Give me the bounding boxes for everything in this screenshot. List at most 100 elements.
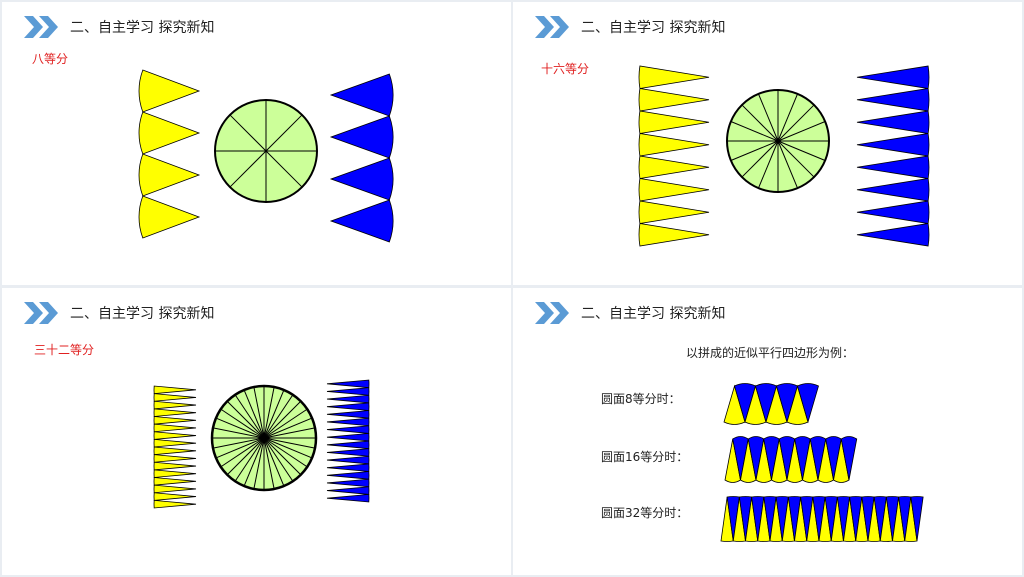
yellow-sector — [638, 88, 710, 112]
radius-line — [777, 140, 815, 178]
circle-thirty-two-parts-figure — [153, 379, 370, 509]
blue-sector — [797, 383, 819, 424]
blue-sector — [326, 471, 370, 480]
radius-line — [777, 104, 815, 142]
parallelogram-subtitle: 以拼成的近似平行四边形为例： — [686, 346, 855, 360]
divided-circle — [210, 384, 318, 492]
yellow-sector — [138, 69, 201, 113]
slide-title: 二、自主学习 探究新知 — [581, 306, 726, 322]
yellow-sector — [638, 178, 710, 202]
radius-line — [730, 140, 779, 161]
blue-sector — [856, 200, 930, 224]
blue-sector — [326, 432, 370, 442]
yellow-sector — [153, 423, 197, 433]
blue-sector — [856, 133, 930, 157]
radius-line — [212, 427, 265, 439]
radius-line — [226, 400, 265, 439]
blue-sector — [326, 394, 370, 404]
divided-circle — [726, 89, 830, 193]
row-label-thirty-two: 圆面32等分时： — [601, 506, 689, 520]
radius-line — [263, 437, 316, 449]
yellow-sector — [138, 195, 201, 239]
yellow-sectors-column — [153, 385, 197, 509]
slide-header: 二、自主学习 探究新知 — [535, 300, 725, 326]
radius-line — [212, 437, 265, 449]
blue-sector — [326, 387, 370, 396]
yellow-sector — [153, 454, 197, 463]
row-label-sixteen: 圆面16等分时： — [601, 450, 689, 464]
division-label: 十六等分 — [541, 62, 590, 76]
row-label-eight: 圆面8等分时： — [601, 392, 681, 406]
radius-line — [263, 437, 313, 459]
radius-line — [263, 437, 308, 468]
radius-line — [263, 427, 316, 439]
blue-sector — [326, 402, 370, 411]
slide-panel-thirty-two: 二、自主学习 探究新知 三十二等分 — [2, 288, 511, 575]
double-chevron-right-icon — [24, 16, 58, 38]
parallelogram-sixteen — [724, 436, 858, 483]
yellow-sector — [153, 492, 197, 501]
parallelogram-thirty-two — [720, 496, 924, 542]
radius-line — [777, 140, 826, 161]
parallelogram-figures — [720, 383, 924, 542]
division-label: 三十二等分 — [34, 343, 95, 357]
yellow-sector — [138, 153, 201, 197]
radius-line — [229, 150, 267, 188]
blue-sector — [856, 223, 930, 247]
yellow-sector — [153, 431, 197, 440]
parallelogram-eight — [723, 383, 819, 425]
radius-line — [777, 121, 826, 142]
radius-line — [263, 437, 294, 482]
radius-line — [263, 386, 275, 439]
slide-title: 二、自主学习 探究新知 — [581, 20, 726, 36]
slide-title: 二、自主学习 探究新知 — [70, 20, 215, 36]
blue-sector — [326, 478, 370, 488]
slide-header: 二、自主学习 探究新知 — [24, 300, 214, 326]
blue-sector — [910, 496, 924, 542]
slide-panel-eight: 二、自主学习 探究新知 八等分 — [2, 2, 511, 285]
radius-line — [265, 114, 303, 152]
slide-panel-sixteen: 二、自主学习 探究新知 十六等分 — [513, 2, 1022, 285]
yellow-sector — [153, 484, 197, 494]
yellow-sectors-column — [138, 69, 201, 239]
blue-sector — [329, 115, 394, 159]
radius-line — [758, 140, 779, 189]
double-chevron-right-icon — [24, 302, 58, 324]
radius-line — [243, 437, 265, 487]
radius-line — [777, 93, 798, 142]
radius-line — [741, 140, 779, 178]
yellow-sector — [153, 400, 197, 410]
radius-line — [758, 93, 779, 142]
radius-line — [263, 437, 302, 476]
radius-line — [265, 150, 303, 188]
yellow-sector — [638, 155, 710, 179]
radius-line — [253, 386, 265, 439]
blue-sector — [840, 436, 858, 481]
yellow-sector — [638, 223, 710, 247]
radius-line — [777, 140, 798, 189]
yellow-sector — [153, 469, 197, 478]
blue-sector — [326, 486, 370, 495]
double-chevron-right-icon — [535, 302, 569, 324]
slide-title: 二、自主学习 探究新知 — [70, 306, 215, 322]
blue-sector — [856, 178, 930, 202]
radius-line — [741, 104, 779, 142]
blue-sector — [329, 199, 394, 243]
radius-line — [263, 408, 308, 439]
blue-sector — [326, 455, 370, 465]
yellow-sector — [638, 110, 710, 134]
blue-sector — [329, 157, 394, 201]
divided-circle — [214, 99, 318, 203]
division-label: 八等分 — [32, 52, 69, 66]
yellow-sector — [153, 408, 197, 417]
yellow-sector — [153, 385, 197, 395]
radius-line — [263, 389, 285, 439]
yellow-sector — [638, 65, 710, 89]
radius-line — [263, 437, 285, 487]
blue-sectors-column — [329, 73, 394, 243]
circle-sixteen-parts-figure — [638, 65, 930, 247]
blue-sector — [326, 425, 370, 434]
yellow-sector — [153, 477, 197, 486]
blue-sector — [326, 379, 370, 389]
blue-sector — [326, 493, 370, 503]
